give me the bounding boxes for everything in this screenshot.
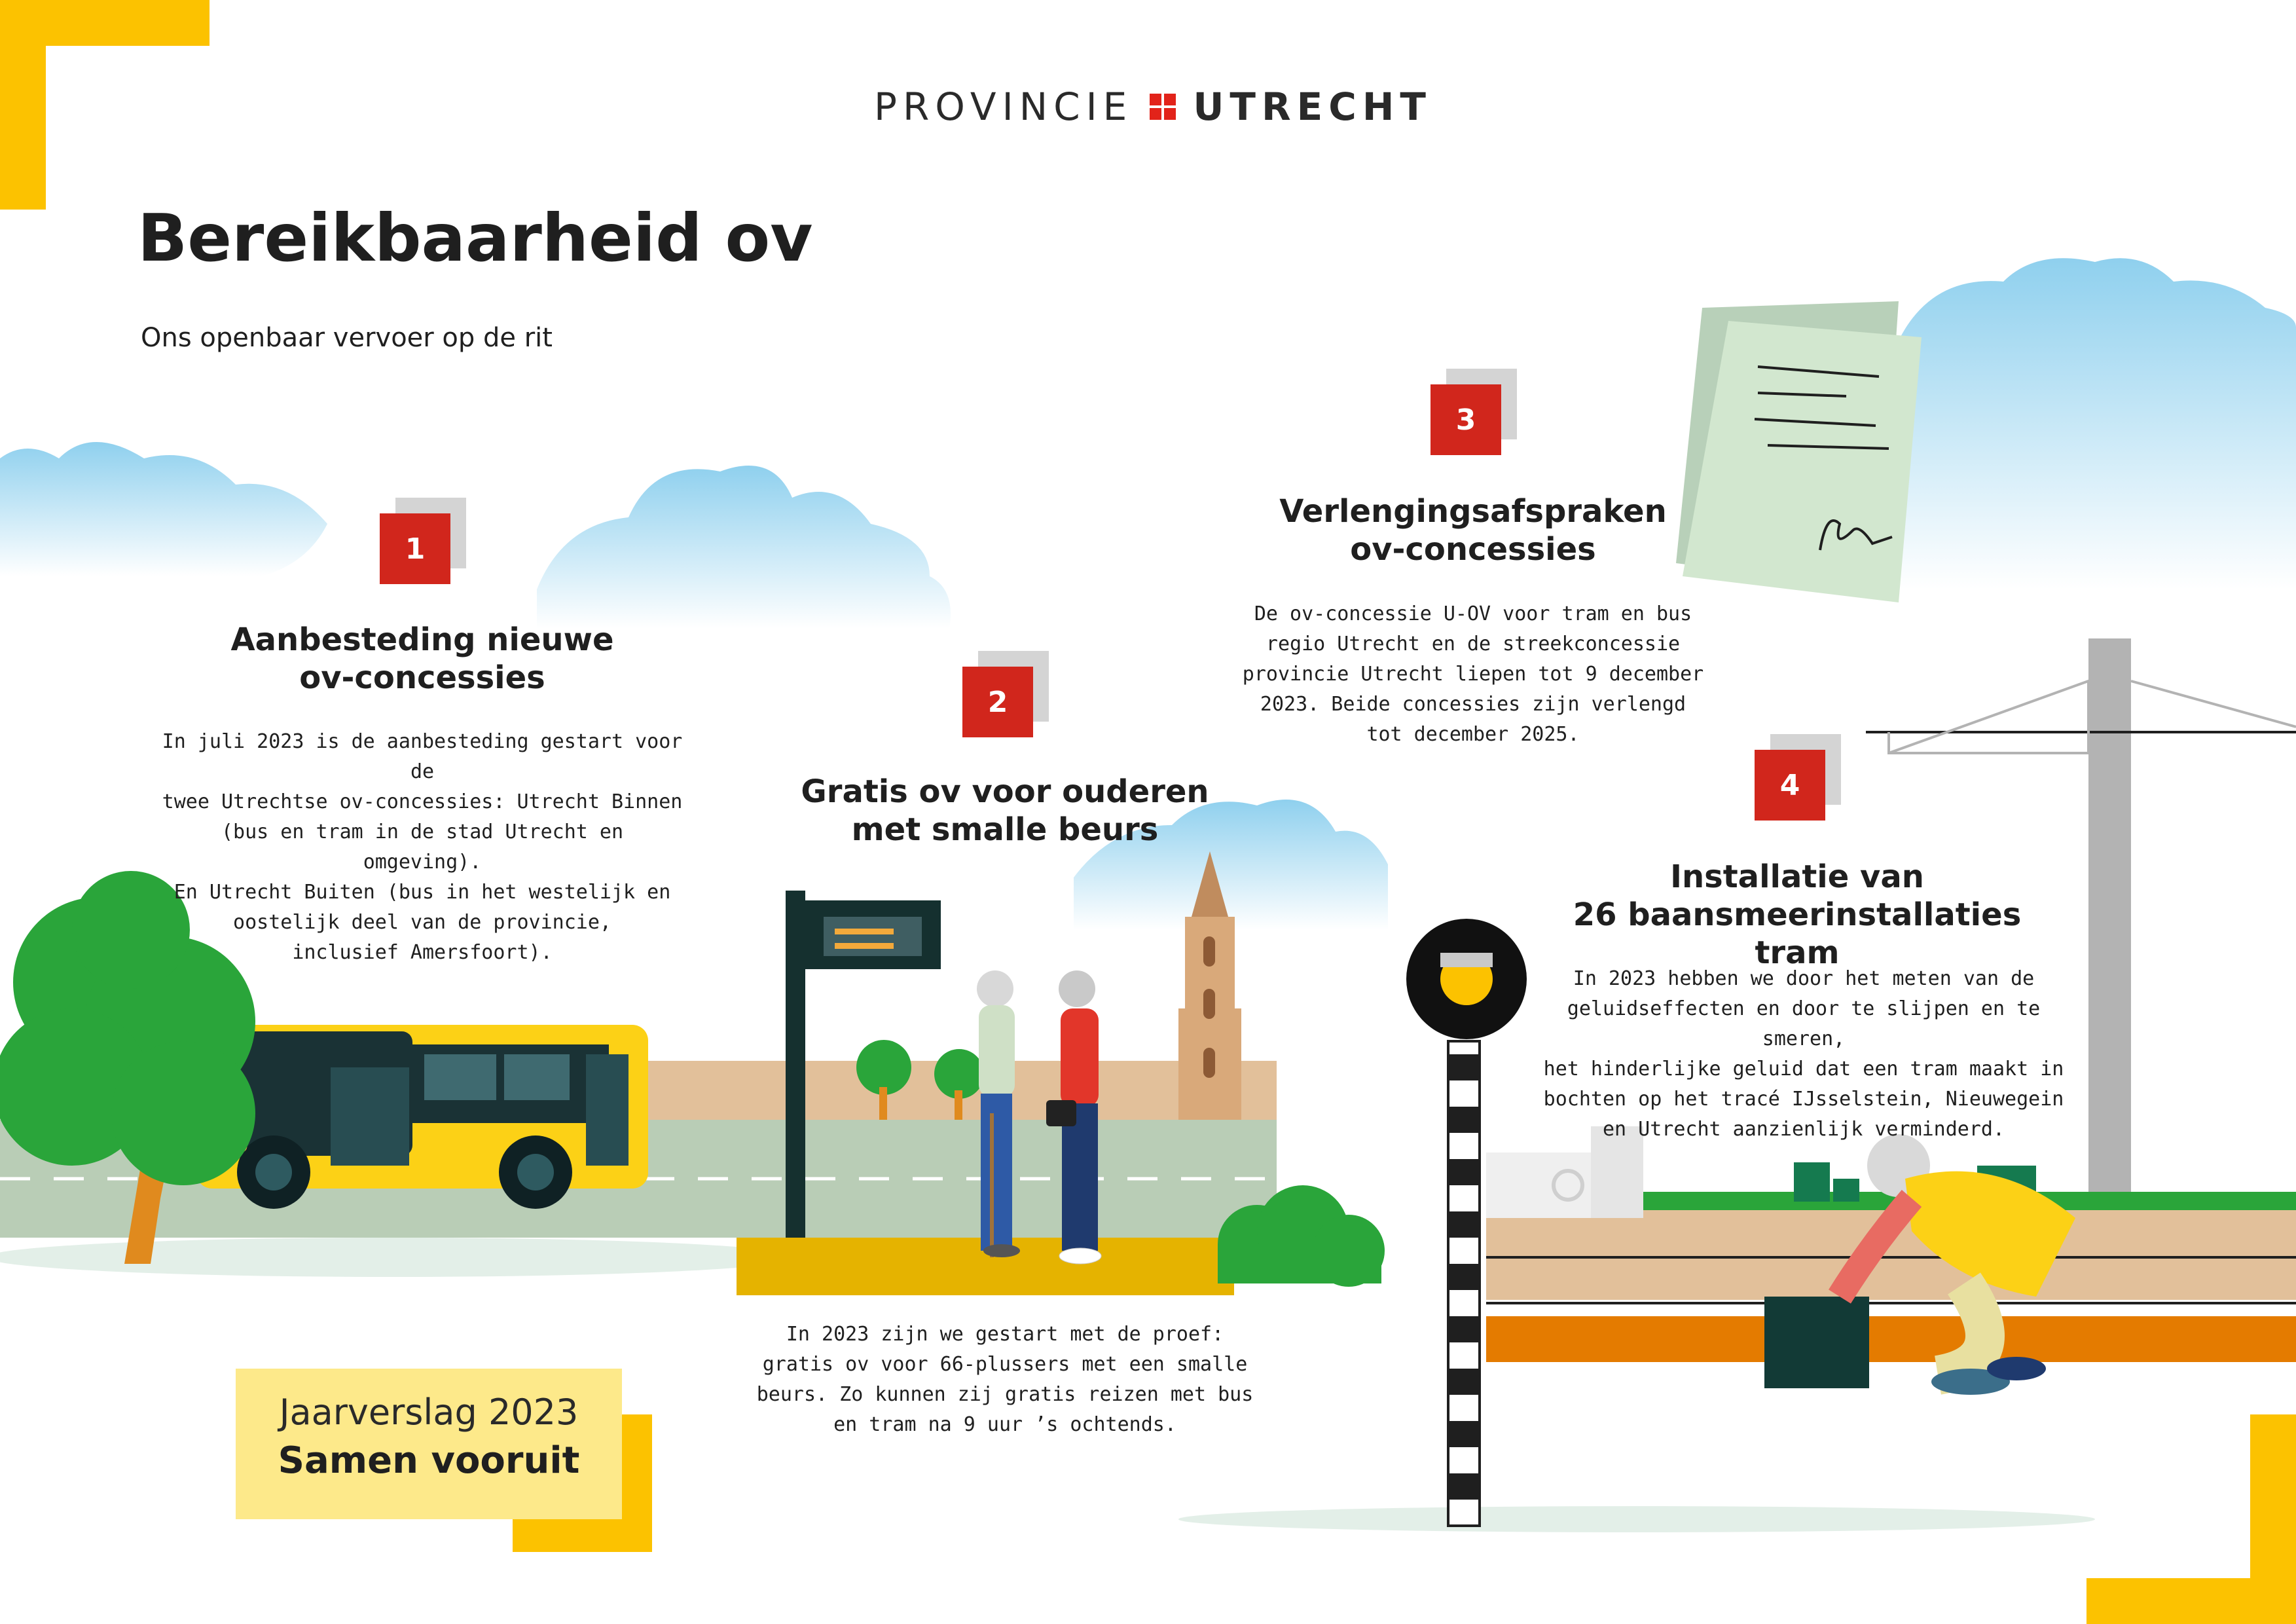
tram-pole bbox=[1866, 638, 2296, 1251]
elderly-couple bbox=[977, 970, 1102, 1264]
traffic-signal bbox=[1406, 919, 1527, 1527]
cloud-middle bbox=[1074, 800, 1388, 930]
heading-item-4: Installatie van 26 baansmeerinstallaties… bbox=[1573, 858, 2022, 971]
badge-number: 3 bbox=[1430, 384, 1501, 455]
logo-text-left: PROVINCIE bbox=[874, 84, 1133, 129]
report-tagline: Samen vooruit bbox=[278, 1439, 580, 1482]
station-building bbox=[1486, 1126, 1643, 1218]
badge-number: 4 bbox=[1755, 750, 1825, 821]
page-subtitle: Ons openbaar vervoer op de rit bbox=[141, 323, 553, 353]
badge-item-1: 1 bbox=[380, 498, 466, 584]
report-year: Jaarverslag 2023 bbox=[279, 1392, 579, 1433]
page-title: Bereikbaarheid ov bbox=[137, 200, 813, 276]
logo-mark-icon bbox=[1150, 94, 1176, 120]
small-trees bbox=[856, 1040, 984, 1120]
badge-item-2: 2 bbox=[962, 651, 1049, 737]
logo-text-right: UTRECHT bbox=[1193, 84, 1432, 129]
big-tree bbox=[0, 871, 255, 1264]
badge-item-3: 3 bbox=[1430, 369, 1517, 455]
worker bbox=[1764, 1134, 2075, 1395]
heading-item-2: Gratis ov voor ouderen met smalle beurs bbox=[801, 773, 1209, 848]
bus bbox=[196, 1025, 648, 1209]
badge-item-4: 4 bbox=[1755, 734, 1841, 821]
report-box bbox=[236, 1369, 622, 1519]
bush bbox=[1218, 1185, 1385, 1287]
badge-number: 2 bbox=[962, 667, 1033, 737]
bus-stop-sign bbox=[786, 891, 941, 1238]
church-tower bbox=[1178, 851, 1241, 1120]
heading-item-1: Aanbesteding nieuwe ov-concessies bbox=[230, 621, 614, 696]
badge-number: 1 bbox=[380, 513, 450, 584]
text-item-2: In 2023 zijn we gestart met de proef: gr… bbox=[756, 1323, 1254, 1436]
text-item-1: In juli 2023 is de aanbesteding gestart … bbox=[162, 730, 683, 964]
cloud-right bbox=[1899, 258, 2296, 589]
text-item-3: De ov-concessie U-OV voor tram en bus re… bbox=[1242, 602, 1704, 746]
document-icon bbox=[1676, 301, 1922, 602]
cloud-center bbox=[537, 466, 951, 629]
cloud-left bbox=[0, 442, 327, 576]
heading-item-3: Verlengingsafspraken ov-concessies bbox=[1279, 493, 1667, 568]
corner-decoration-top-left bbox=[0, 0, 210, 210]
corner-decoration-bottom-right bbox=[2086, 1414, 2296, 1624]
text-item-4: In 2023 hebben we door het meten van de … bbox=[1543, 967, 2064, 1141]
province-logo: PROVINCIE UTRECHT bbox=[874, 84, 1426, 130]
